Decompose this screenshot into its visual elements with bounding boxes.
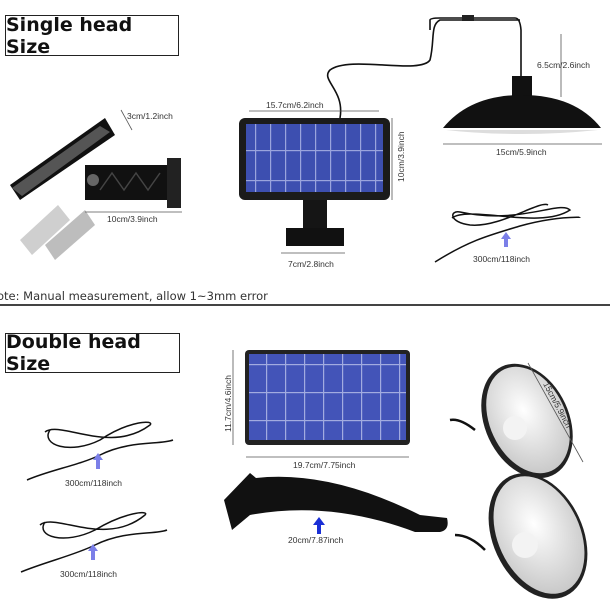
cable-1-length-label: 300cm/118inch bbox=[65, 478, 122, 488]
pendant-lamp-top-image bbox=[449, 363, 573, 479]
mounting-arm-image bbox=[224, 473, 448, 532]
arrow-up-icon bbox=[93, 453, 103, 469]
double-head-title: Double head Size bbox=[5, 331, 180, 375]
bracket-depth-label: 3cm/1.2inch bbox=[127, 111, 173, 121]
arrow-up-icon bbox=[313, 517, 325, 534]
arrow-up-icon bbox=[88, 544, 98, 560]
dimension-line bbox=[120, 109, 133, 131]
solar-panel-double-image bbox=[245, 350, 410, 445]
bracket-length-label: 10cm/3.9inch bbox=[107, 214, 158, 224]
pendant-lamp-image bbox=[429, 15, 601, 134]
cable-2-length-label: 300cm/118inch bbox=[60, 569, 117, 579]
wall-bracket-image bbox=[10, 118, 181, 260]
single-head-title: Single head Size bbox=[5, 14, 179, 58]
pendant-lamp-bottom-image bbox=[454, 473, 588, 599]
double-panel-width-label: 19.7cm/7.75inch bbox=[293, 460, 356, 470]
panel-height-label: 10cm/3.9inch bbox=[396, 131, 406, 182]
arrow-up-icon bbox=[501, 232, 511, 247]
double-panel-height-label: 11.7cm/4.6inch bbox=[223, 375, 233, 432]
stand-base-label: 7cm/2.8inch bbox=[288, 259, 334, 269]
dimension-line bbox=[527, 362, 584, 463]
extension-cable-image bbox=[434, 203, 581, 263]
extension-cable-2-image bbox=[20, 511, 168, 573]
extension-cable-1-image bbox=[26, 421, 174, 481]
lamp-diameter-label: 15cm/5.9inch bbox=[496, 147, 547, 157]
solar-panel-single-image bbox=[239, 19, 520, 246]
measurement-note: ote: Manual measurement, allow 1~3mm err… bbox=[0, 289, 268, 303]
cable-length-label: 300cm/118inch bbox=[473, 254, 530, 264]
panel-width-label: 15.7cm/6.2inch bbox=[266, 100, 324, 110]
section-divider bbox=[0, 304, 610, 306]
lamp-height-label: 6.5cm/2.6inch bbox=[537, 60, 590, 70]
arm-length-label: 20cm/7.87inch bbox=[288, 535, 344, 545]
